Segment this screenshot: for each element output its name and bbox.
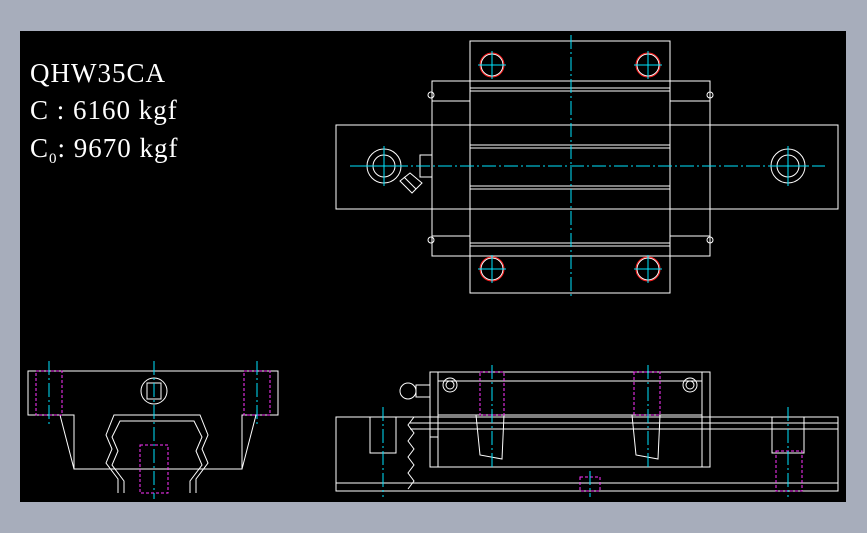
block-side-outline bbox=[429, 371, 711, 468]
grease-nipple-icon bbox=[399, 154, 433, 194]
side-view bbox=[335, 365, 839, 497]
corner-screw-icon bbox=[427, 91, 714, 244]
dynamic-load-label: C bbox=[30, 95, 50, 125]
block-end-outline bbox=[27, 370, 279, 470]
block-top-outline bbox=[469, 40, 671, 294]
recirculation-slot bbox=[475, 414, 505, 460]
top-view bbox=[335, 35, 839, 297]
static-load-label: C bbox=[30, 133, 50, 163]
cad-linework: .w { fill: none; stroke: #ffffff; stroke… bbox=[27, 35, 839, 499]
rail-top-outline bbox=[335, 124, 839, 210]
static-load-rating: C0: 9670 kgf bbox=[30, 133, 179, 174]
dynamic-load-rating: C : 6160 kgf bbox=[30, 95, 178, 125]
dynamic-load-separator: : bbox=[49, 95, 74, 125]
model-number: QHW35CA bbox=[30, 58, 166, 88]
block-mounting-hole-icon bbox=[478, 51, 662, 283]
static-load-separator: : bbox=[57, 133, 74, 163]
cad-drawing-frame: QHW35CA C : 6160 kgf C0: 9670 kgf .w { f… bbox=[20, 31, 846, 502]
static-load-subscript: 0 bbox=[49, 151, 58, 167]
dynamic-load-value: 6160 kgf bbox=[73, 95, 178, 125]
grease-nipple-side-icon bbox=[399, 382, 431, 400]
static-load-value: 9670 kgf bbox=[73, 133, 179, 163]
front-view bbox=[27, 361, 279, 499]
rail-side-outline bbox=[335, 416, 839, 492]
rail-profile bbox=[105, 414, 209, 493]
side-screw-icon bbox=[442, 377, 698, 393]
